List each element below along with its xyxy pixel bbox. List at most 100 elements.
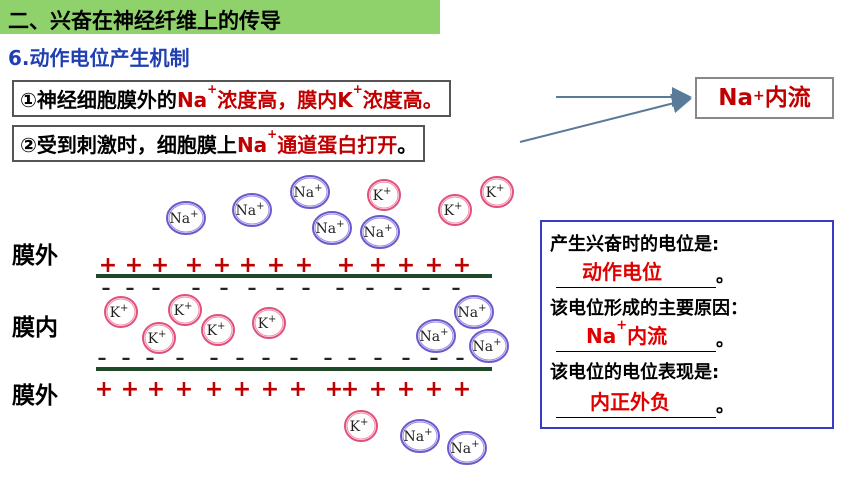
label-outside-bottom: 膜外 [12,383,58,409]
statement-1-suffix: 浓度高。 [362,88,443,112]
k-ion-outside-bottom: K+ [344,410,378,442]
charge-plus-outside-bottom: + [397,377,415,402]
charge-plus-outside-top: + [267,253,285,278]
charge-minus-inside-top: – [336,278,345,299]
charge-minus-inside-top: – [276,278,285,299]
na-ion-outside-bottom: Na+ [447,431,487,465]
charge-minus-inside-top: – [248,278,257,299]
charge-minus-inside-bottom: – [210,348,219,369]
charge-plus-outside-top: + [151,253,169,278]
charge-minus-inside-top: – [192,278,201,299]
charge-minus-inside-top: – [452,278,461,299]
k-ion-inside: K+ [142,322,176,354]
charge-plus-outside-bottom: + [147,377,165,402]
charge-minus-inside-top: – [152,278,161,299]
k-ion-inside: K+ [104,296,138,328]
statement-1-k: K+ [337,82,363,112]
panel-blank-1: 。 [556,262,734,288]
charge-plus-outside-top: + [125,253,143,278]
charge-minus-inside-bottom: – [290,348,299,369]
charge-plus-outside-top: + [295,253,313,278]
charge-minus-inside-top: – [302,278,311,299]
panel-answer-3: 内正外负 [590,390,670,414]
statement-1: ①神经细胞膜外的Na+浓度高，膜内K+浓度高。 [12,80,451,117]
arrow-statement-2 [519,93,692,143]
charge-minus-inside-bottom: – [98,348,107,369]
charge-minus-inside-bottom: – [348,348,357,369]
statement-2-na: Na+ [236,127,278,157]
charge-minus-inside-bottom: – [402,348,411,369]
charge-plus-outside-bottom: + [369,377,387,402]
charge-plus-outside-bottom: + [121,377,139,402]
page-title: 二、兴奋在神经纤维上的传导 [8,9,281,33]
charge-minus-inside-top: – [126,278,135,299]
charge-plus-outside-top: + [337,253,355,278]
na-ion-outside-top: Na+ [360,215,400,249]
charge-minus-inside-top: – [366,278,375,299]
charge-plus-outside-bottom: + [289,377,307,402]
na-ion-inside: Na+ [454,295,494,329]
charge-minus-inside-bottom: – [324,348,333,369]
statement-2-end: 。 [397,133,418,157]
charge-minus-inside-bottom: – [146,348,155,369]
charge-minus-inside-bottom: – [262,348,271,369]
charge-plus-outside-bottom: + [325,377,343,402]
charge-plus-outside-top: + [99,253,117,278]
panel-answer-2: Na+内流 [586,318,668,348]
charge-plus-outside-bottom: + [233,377,251,402]
statement-1-prefix: ①神经细胞膜外的 [20,88,177,112]
label-outside-top: 膜外 [12,243,58,269]
charge-minus-inside-bottom: – [374,348,383,369]
panel-answer-1: 动作电位 [582,260,662,284]
label-inside: 膜内 [12,315,58,341]
answer-panel: 产生兴奋时的电位是: 。 动作电位 该电位形成的主要原因： 。 Na+内流 该电… [540,220,834,429]
na-ion-outside-top: Na+ [312,211,352,245]
panel-question-3: 该电位的电位表现是: [550,362,720,383]
statement-1-mid: 浓度高，膜内 [217,88,338,112]
charge-plus-outside-top: + [369,253,387,278]
result-box: Na+内流 [695,77,834,119]
charge-plus-outside-top: + [425,253,443,278]
membrane-diagram: +++++++++++++–––––––––––––––––––––––––––… [95,175,514,465]
charge-plus-outside-bottom: + [453,377,471,402]
charge-minus-inside-bottom: – [430,348,439,369]
k-ion-inside: K+ [201,314,235,346]
charge-plus-outside-bottom: + [95,377,113,402]
charge-plus-outside-bottom: + [261,377,279,402]
k-ion-outside-top: K+ [438,194,472,226]
panel-blank-3: 。 [556,392,734,418]
charge-minus-inside-top: – [220,278,229,299]
charge-minus-inside-bottom: – [122,348,131,369]
section-subtitle: 6.动作电位产生机制 [8,46,190,70]
na-ion-outside-bottom: Na+ [400,419,440,453]
k-ion-outside-top: K+ [480,176,514,208]
na-ion-outside-top: Na+ [232,193,272,227]
charge-minus-inside-bottom: – [176,348,185,369]
charge-minus-inside-top: – [394,278,403,299]
k-ion-inside: K+ [168,294,202,326]
k-ion-inside: K+ [252,307,286,339]
na-ion-inside: Na+ [469,329,509,363]
charge-plus-outside-top: + [185,253,203,278]
panel-blank-2: 。 [556,326,734,352]
arrows-svg [519,87,692,143]
charge-plus-outside-top: + [213,253,231,278]
statement-2: ②受到刺激时，细胞膜上Na+通道蛋白打开。 [12,125,426,162]
charge-plus-outside-top: + [239,253,257,278]
charge-plus-outside-top: + [453,253,471,278]
na-ion-inside: Na+ [416,319,456,353]
charge-plus-outside-bottom: + [205,377,223,402]
k-ion-outside-top: K+ [367,179,401,211]
charge-minus-inside-top: – [422,278,431,299]
panel-question-1: 产生兴奋时的电位是: [550,234,720,255]
na-ion-outside-top: Na+ [166,201,206,235]
charge-plus-outside-bottom: + [425,377,443,402]
statement-1-na: Na+ [176,82,218,112]
charge-minus-inside-top: – [102,278,111,299]
statement-2-channel: 通道蛋白打开 [277,133,398,157]
charge-plus-outside-bottom: + [341,377,359,402]
panel-question-2: 该电位形成的主要原因： [550,298,748,319]
charge-minus-inside-bottom: – [236,348,245,369]
na-ion-outside-top: Na+ [290,175,330,209]
charge-plus-outside-top: + [397,253,415,278]
